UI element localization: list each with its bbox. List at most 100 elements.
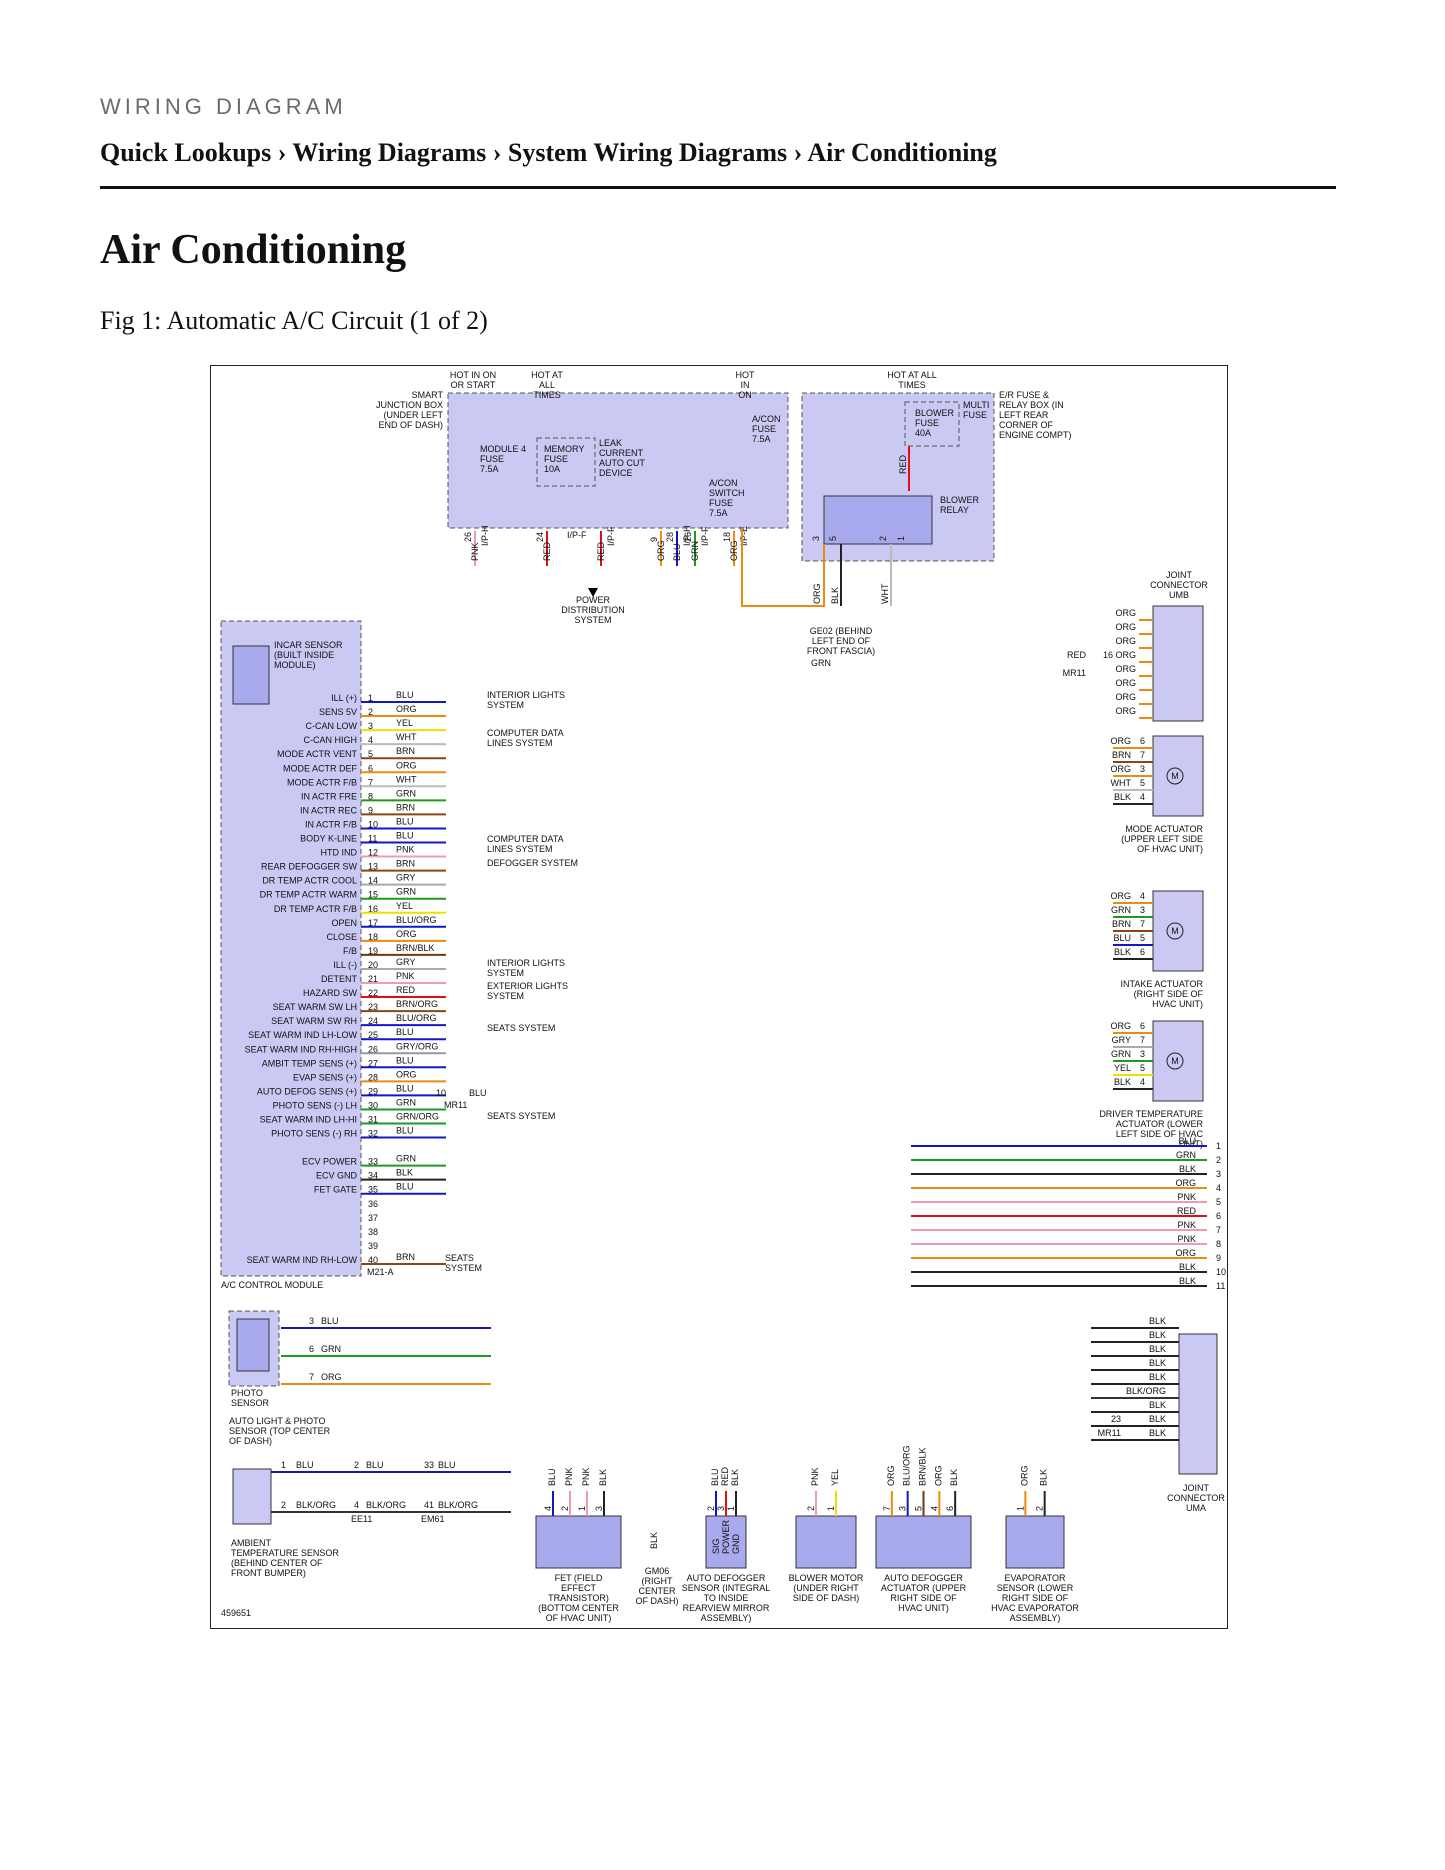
intake-actuator-pin-color: BLU bbox=[1113, 933, 1131, 943]
blower-relay bbox=[823, 495, 933, 545]
ambient-sensor-label: (BEHIND CENTER OF bbox=[231, 1558, 323, 1568]
module4-fuse-label: 7.5A bbox=[480, 464, 499, 474]
auto_defog_act-label: HVAC UNIT) bbox=[898, 1603, 949, 1613]
fet-pin-number: 3 bbox=[594, 1506, 604, 1511]
right-edge-number: 6 bbox=[1216, 1211, 1221, 1221]
umb-pin-left: RED bbox=[1067, 650, 1087, 660]
m21a-connector: M21-A bbox=[367, 1267, 394, 1277]
ge02-label: FRONT FASCIA) bbox=[807, 646, 875, 656]
auto_defog_sensor-label: AUTO DEFOGGER bbox=[687, 1573, 766, 1583]
auto_defog_sensor-label: ASSEMBLY) bbox=[701, 1613, 752, 1623]
module-pin-number: 13 bbox=[368, 862, 378, 872]
module-pin-name: ECV POWER bbox=[302, 1157, 358, 1167]
evap_sensor-pin-color: BLK bbox=[1039, 1469, 1049, 1486]
umb-pin-color: ORG bbox=[1115, 650, 1136, 660]
fet-pin-color: PNK bbox=[581, 1467, 591, 1486]
module-pin-color: GRN/ORG bbox=[396, 1112, 439, 1122]
er-box-label: CORNER OF bbox=[999, 420, 1054, 430]
module-pin-name: IN ACTR F/B bbox=[305, 819, 357, 829]
multi-fuse-label: FUSE bbox=[963, 410, 987, 420]
em61-connector: EM61 bbox=[421, 1514, 445, 1524]
top-wire-pin: 26 bbox=[463, 532, 473, 542]
acon-switch-fuse-label: FUSE bbox=[709, 498, 733, 508]
blower_motor-pin-number: 2 bbox=[806, 1506, 816, 1511]
mode-actuator-pin-color: WHT bbox=[1111, 778, 1132, 788]
module-pin-name: MODE ACTR DEF bbox=[283, 763, 358, 773]
fet-pin-color: BLU bbox=[547, 1468, 557, 1486]
relay-pin: 1 bbox=[896, 536, 906, 541]
gm06-wire-color: BLK bbox=[649, 1532, 659, 1549]
pin10-label: 10 bbox=[436, 1088, 446, 1098]
module-pin-number: 24 bbox=[368, 1016, 378, 1026]
intake-actuator bbox=[1152, 890, 1204, 972]
right-edge-number: 11 bbox=[1216, 1281, 1225, 1291]
er-box-label: ENGINE COMPT) bbox=[999, 430, 1072, 440]
gm06-label: GM06 bbox=[645, 1566, 670, 1576]
auto_defog_sensor-component bbox=[705, 1515, 747, 1569]
seats-label-bottom: SEATS bbox=[445, 1253, 474, 1263]
fet-label: TRANSISTOR) bbox=[548, 1593, 609, 1603]
evap_sensor-pin-number: 1 bbox=[1015, 1506, 1025, 1511]
driver-temp-actuator-pin-number: 3 bbox=[1140, 1049, 1145, 1059]
fet-label: EFFECT bbox=[561, 1583, 597, 1593]
auto-light-photo-sensor-label: SENSOR (TOP CENTER bbox=[229, 1426, 331, 1436]
module-pin-number: 25 bbox=[368, 1030, 378, 1040]
incar-sensor bbox=[232, 645, 270, 705]
system-label: INTERIOR LIGHTS bbox=[487, 958, 565, 968]
intake-actuator-motor-letter: M bbox=[1171, 926, 1179, 936]
system-label: SEATS SYSTEM bbox=[487, 1023, 555, 1033]
module-pin-color: GRN bbox=[396, 1154, 416, 1164]
auto_defog_sensor-label: SENSOR (INTEGRAL bbox=[682, 1583, 771, 1593]
system-label: COMPUTER DATA bbox=[487, 728, 564, 738]
mode-actuator bbox=[1152, 735, 1204, 817]
module-pin-number: 17 bbox=[368, 918, 378, 928]
auto_defog_act-pin-number: 3 bbox=[898, 1506, 908, 1511]
module-pin-color: ORG bbox=[396, 704, 417, 714]
ambient-c3-color: BLU bbox=[438, 1460, 456, 1470]
ambient-pin-color: BLK/ORG bbox=[296, 1500, 336, 1510]
module-pin-color: BRN bbox=[396, 802, 415, 812]
right-edge-color: BLU bbox=[1178, 1136, 1196, 1146]
top-wire-pin: 26 bbox=[683, 532, 693, 542]
auto_defog_act-pin-number: 6 bbox=[945, 1506, 955, 1511]
module-pin-number: 11 bbox=[368, 834, 377, 844]
driver-temp-actuator-motor-letter: M bbox=[1171, 1056, 1179, 1066]
breadcrumb[interactable]: Quick Lookups › Wiring Diagrams › System… bbox=[100, 138, 997, 167]
mode-actuator-pin-number: 6 bbox=[1140, 736, 1145, 746]
module-pin-color: GRY/ORG bbox=[396, 1041, 438, 1051]
module-pin-color: RED bbox=[396, 985, 416, 995]
mode-actuator-motor-icon bbox=[1166, 767, 1184, 785]
ambient-temp-sensor bbox=[232, 1468, 272, 1525]
module-pin-name: IN ACTR FRE bbox=[301, 791, 357, 801]
right-edge-color: PNK bbox=[1177, 1220, 1196, 1230]
module-pin-color: GRN bbox=[396, 1097, 416, 1107]
module-pin-color: GRY bbox=[396, 957, 415, 967]
module-pin-color: BLU/ORG bbox=[396, 915, 437, 925]
uma-mr11-pin: 23 bbox=[1111, 1414, 1121, 1424]
module-pin-number: 8 bbox=[368, 791, 373, 801]
evap_sensor-label: ASSEMBLY) bbox=[1010, 1613, 1061, 1623]
ipf-connector: I/P-F bbox=[567, 530, 587, 540]
driver-temp-actuator-pin-number: 6 bbox=[1140, 1021, 1145, 1031]
module-pin-number: 6 bbox=[368, 763, 373, 773]
umb-pin-color: ORG bbox=[1115, 622, 1136, 632]
module-pin-name: SEAT WARM SW RH bbox=[271, 1016, 357, 1026]
acon-fuse-label: A/CON bbox=[752, 414, 781, 424]
leak-current-label: CURRENT bbox=[599, 448, 644, 458]
module-pin-number: 23 bbox=[368, 1002, 378, 1012]
module-pin-name: ILL (+) bbox=[331, 693, 357, 703]
module-pin-name: SEAT WARM SW LH bbox=[273, 1002, 357, 1012]
intake-actuator-pin-number: 5 bbox=[1140, 933, 1145, 943]
photo-pin-number: 3 bbox=[309, 1316, 314, 1326]
relay-wht-label: WHT bbox=[880, 583, 890, 604]
ambient-sensor-label: AMBIENT bbox=[231, 1538, 272, 1548]
hot-in-on-label: HOT bbox=[736, 370, 756, 380]
module-pin-name: F/B bbox=[343, 946, 357, 956]
mr11-connector: MR11 bbox=[444, 1100, 467, 1110]
system-label: SYSTEM bbox=[487, 968, 524, 978]
memory-fuse-label: MEMORY bbox=[544, 444, 584, 454]
hot-in-on-label: ON bbox=[738, 390, 752, 400]
intake-actuator-pin-number: 4 bbox=[1140, 891, 1145, 901]
